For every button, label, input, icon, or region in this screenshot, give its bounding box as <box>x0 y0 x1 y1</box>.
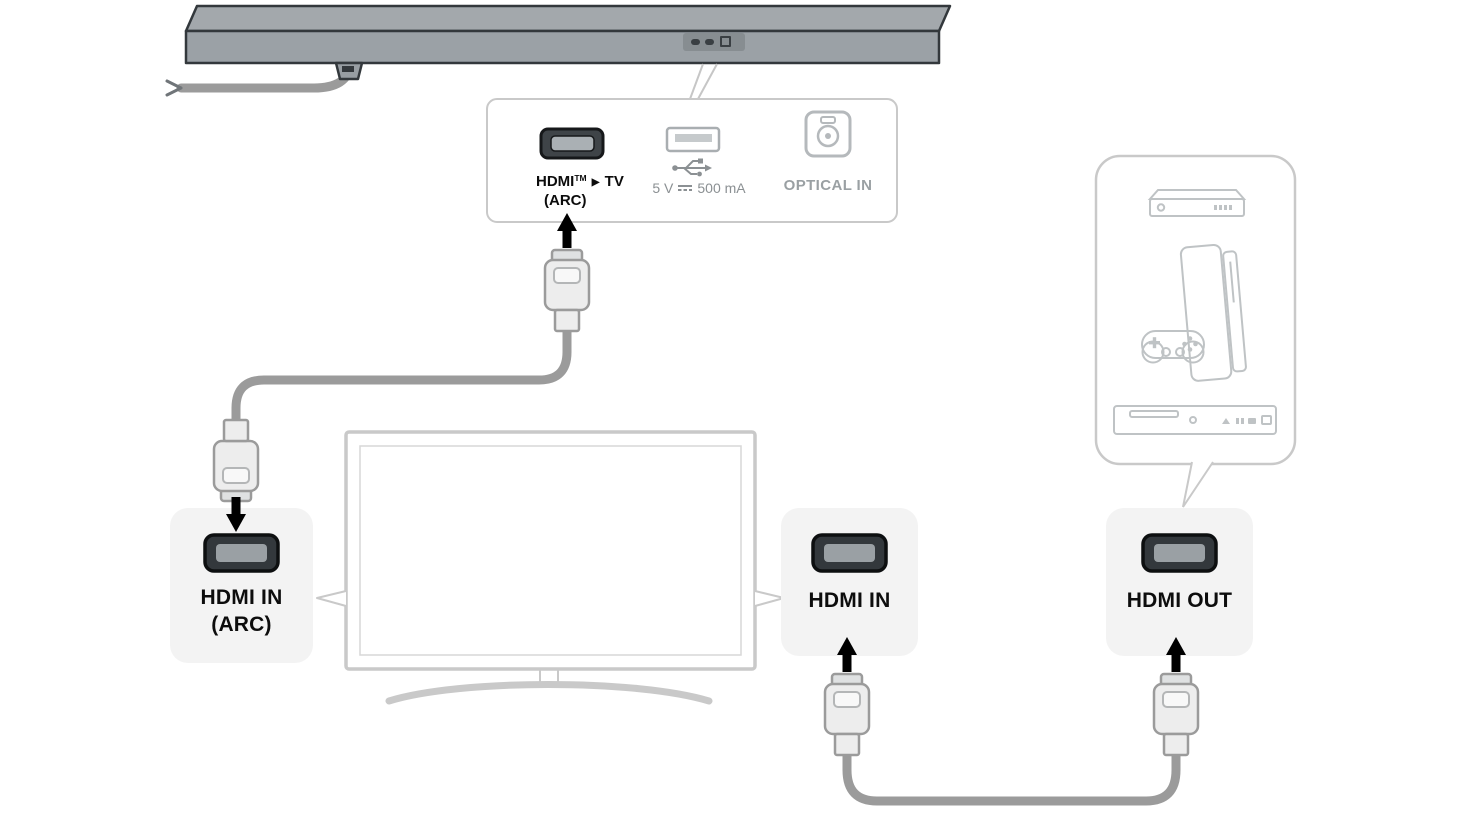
power-cable <box>165 61 354 97</box>
devices-pointer <box>1182 461 1214 508</box>
hdmi-out-panel <box>1106 508 1253 656</box>
hdmi-in-panel <box>781 508 918 656</box>
hdmi-target-text: TV <box>604 173 624 190</box>
usb-current-text: 500 mA <box>697 180 746 196</box>
hdmi-tv-arc-port-label-line2: (ARC) <box>544 192 587 209</box>
set-top-box-icon <box>1147 189 1247 217</box>
usb-power-label: 5 V 500 mA <box>638 180 760 196</box>
hdmi-plug-soundbar <box>543 248 591 333</box>
hdmi-port-icon <box>539 127 605 160</box>
usb-symbol-icon <box>672 158 712 177</box>
dc-symbol-icon <box>678 184 693 191</box>
hdmi-out-label: HDMI OUT <box>1126 589 1233 612</box>
hdmi-cable-soundbar-tv <box>231 326 572 423</box>
hdmi-cable-source-tv <box>842 750 1181 806</box>
hdmi-tv-arc-port-label: HDMITM ▶ TV (ARC) <box>536 169 686 210</box>
ports-callout-panel <box>486 98 898 223</box>
hdmi-plug-tv-arc <box>212 418 260 503</box>
soundbar-rear-ports <box>683 33 745 51</box>
soundbar <box>184 4 952 81</box>
soundbar-callout-pointer <box>689 63 718 100</box>
hdmi-port-icon <box>203 533 280 573</box>
source-devices-panel <box>1094 154 1297 508</box>
usb-port-icon <box>665 126 721 153</box>
hdmi-plug-tv-in <box>823 672 871 757</box>
optical-in-label: OPTICAL IN <box>783 177 873 194</box>
hdmi-in-arc-label-line2: (ARC) <box>211 613 272 636</box>
tv-pointer-right <box>754 590 785 607</box>
arrow-right-icon: ▶ <box>591 177 600 188</box>
hdmi-in-label: HDMI IN <box>808 589 891 612</box>
hdmi-in-arc-label-line1: HDMI IN <box>200 586 283 609</box>
controller-icon <box>1141 330 1205 364</box>
usb-voltage-text: 5 V <box>652 180 674 196</box>
hdmi-in-arc-label: HDMI IN (ARC) <box>170 584 313 638</box>
tv-stand <box>385 681 713 705</box>
bluray-player-icon <box>1113 405 1277 435</box>
hdmi-plug-source-out <box>1152 672 1200 757</box>
hdmi-port-icon <box>811 533 888 573</box>
hdmi-in-arc-panel <box>170 508 313 663</box>
tv <box>344 430 757 705</box>
game-console-icon <box>1179 244 1247 382</box>
trademark-text: TM <box>574 173 587 183</box>
optical-port-icon <box>804 110 852 158</box>
hdmi-brand-text: HDMI <box>536 173 575 190</box>
hdmi-tv-arc-port-label-line1: HDMITM ▶ TV <box>536 169 686 192</box>
hdmi-port-icon <box>1141 533 1218 573</box>
tv-pointer-left <box>316 590 347 607</box>
